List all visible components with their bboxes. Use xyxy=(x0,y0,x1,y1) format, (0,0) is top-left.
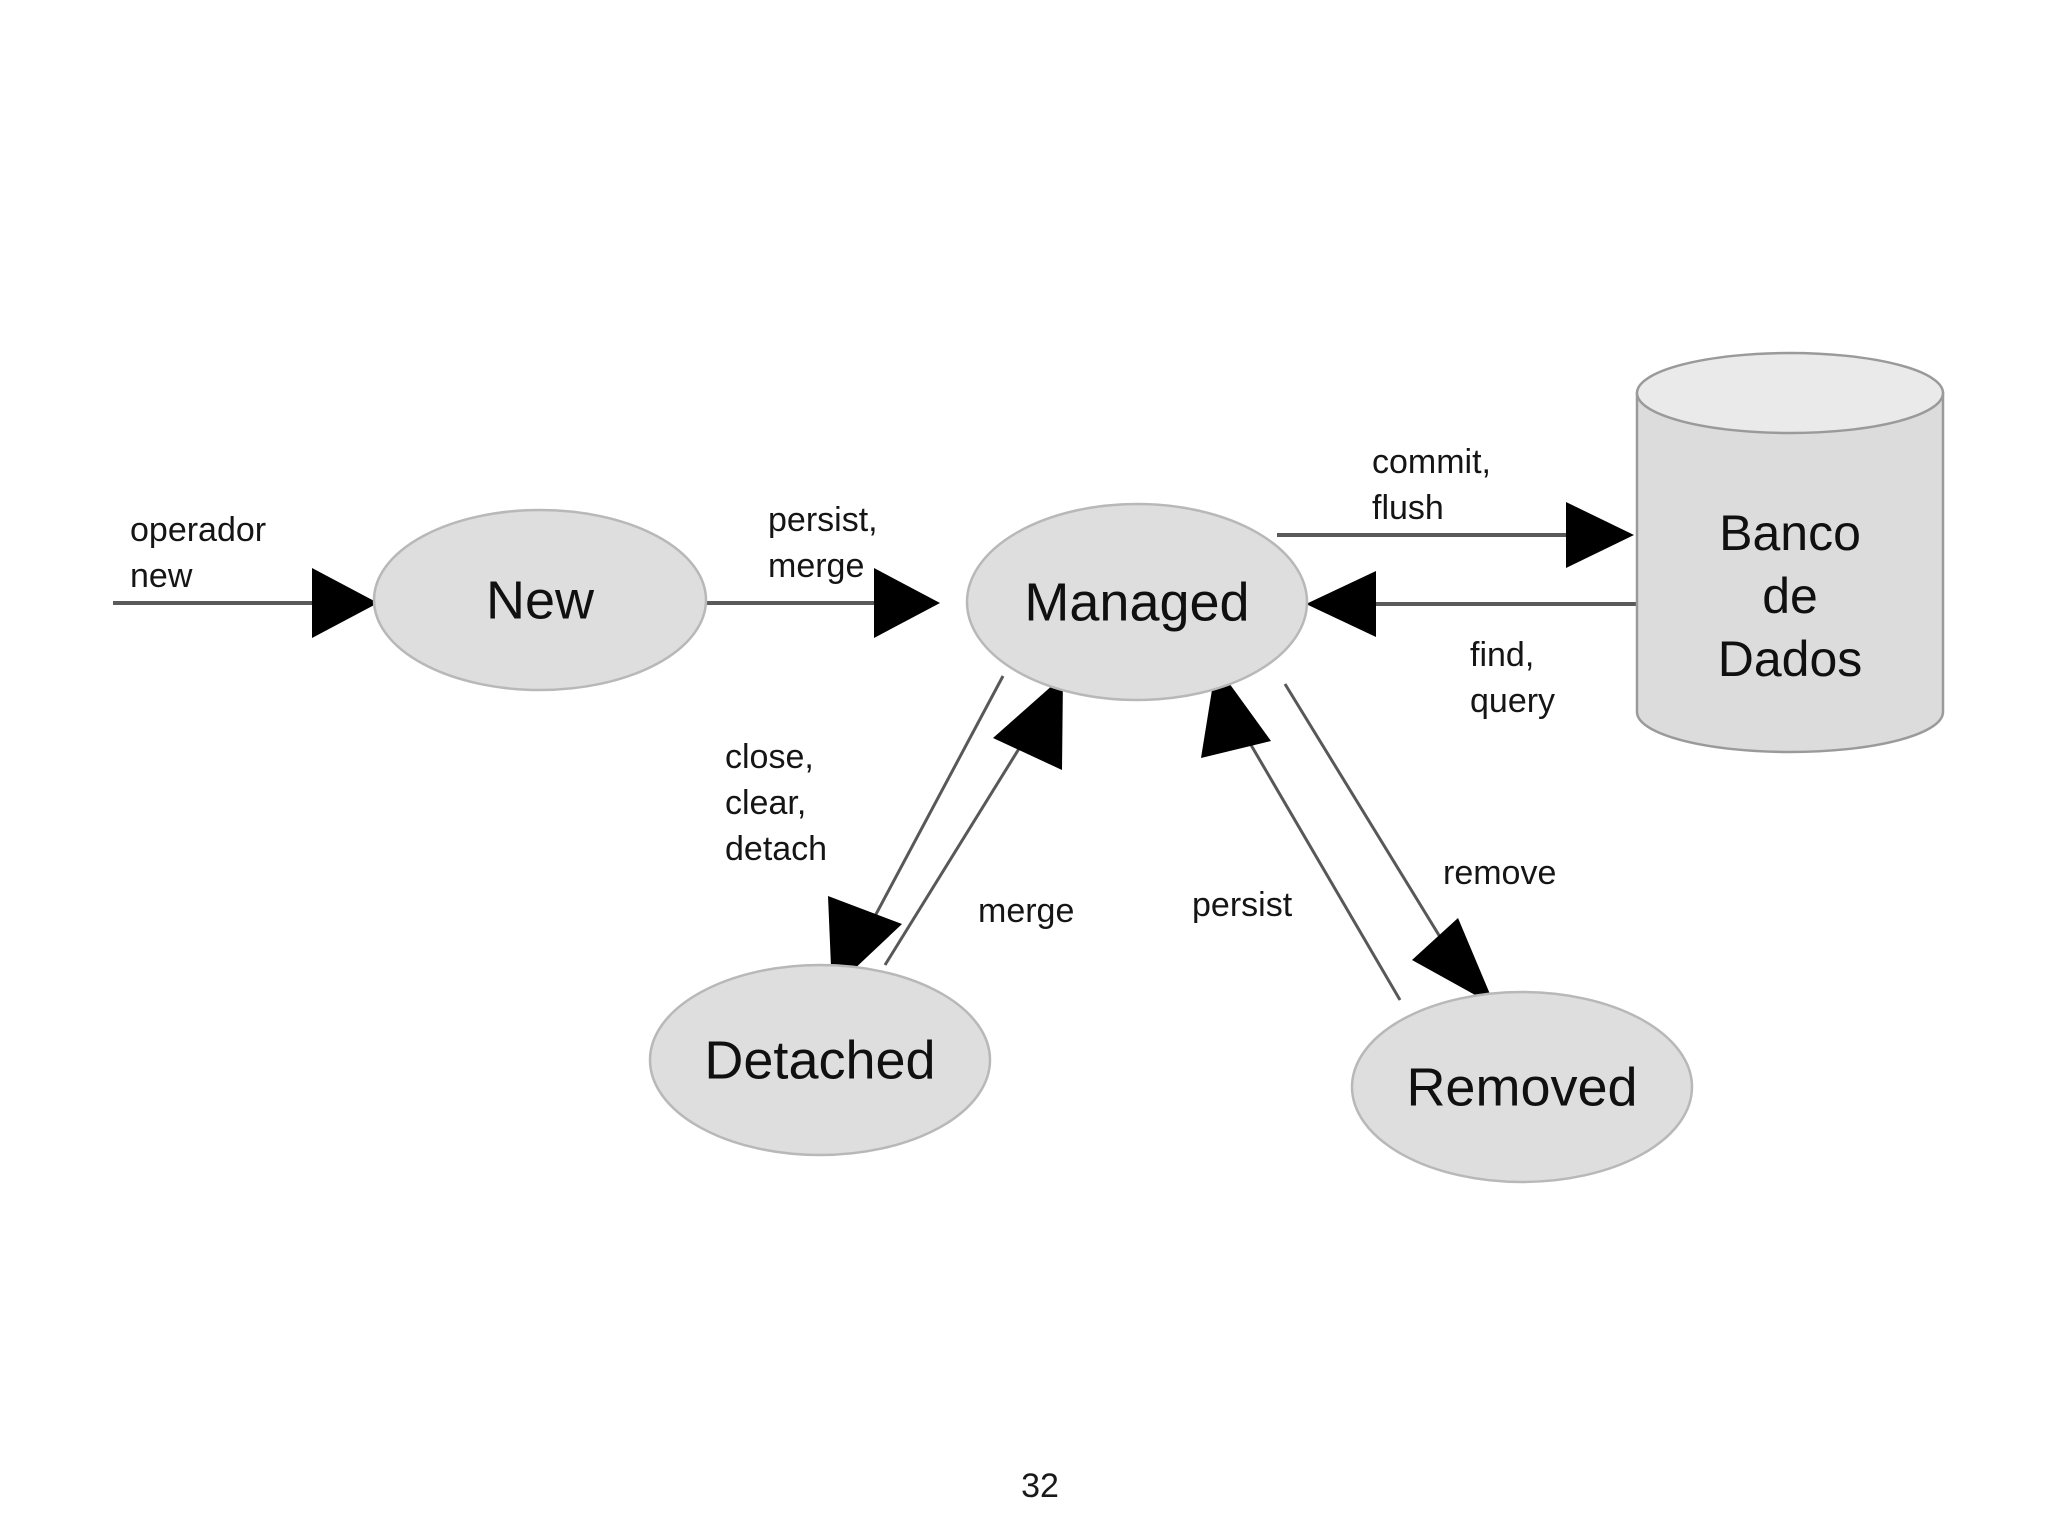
edge-new-managed-arrowhead xyxy=(874,568,940,638)
node-new[interactable]: New xyxy=(372,508,708,692)
edge-label-operador-line1: operador xyxy=(130,511,266,549)
edge-label-close-line3: detach xyxy=(725,830,827,868)
edge-label-merge: merge xyxy=(978,892,1074,930)
edge-label-persist: persist xyxy=(1192,886,1293,924)
edge-label-find-query-line2: query xyxy=(1470,682,1555,720)
node-removed-label: Removed xyxy=(1406,1057,1637,1117)
node-detached-shape[interactable] xyxy=(648,963,992,1157)
edge-removed-managed-line xyxy=(1242,732,1402,1001)
node-detached-label: Detached xyxy=(704,1030,935,1090)
edge-label-persist-merge: persist, merge xyxy=(768,501,878,585)
edge-label-persist-text: persist xyxy=(1192,886,1293,924)
edge-label-close-line1: close, xyxy=(725,738,814,776)
edge-managed-removed xyxy=(1283,683,1495,1006)
node-database[interactable]: Banco de Dados xyxy=(1635,351,1945,754)
edge-managed-removed-line xyxy=(1283,683,1458,964)
edge-new-managed xyxy=(706,568,940,638)
node-managed[interactable]: Managed xyxy=(965,502,1309,702)
edge-label-commit-flush-line2: flush xyxy=(1372,489,1444,527)
edge-managed-detached xyxy=(828,675,1005,990)
database-cylinder-top xyxy=(1635,351,1945,435)
edge-label-close-line2: clear, xyxy=(725,784,806,822)
edge-label-remove: remove xyxy=(1443,854,1556,892)
edge-detached-managed-arrowhead xyxy=(993,676,1063,770)
edge-database-managed-arrowhead xyxy=(1306,571,1376,637)
edge-operador-new xyxy=(113,568,378,638)
database-label-line2: de xyxy=(1762,568,1818,624)
edge-managed-detached-line xyxy=(856,675,1005,949)
node-new-shape[interactable] xyxy=(372,508,708,692)
edge-managed-removed-arrowhead xyxy=(1412,918,1495,1006)
edge-removed-managed xyxy=(1201,665,1402,1001)
edge-detached-managed-line xyxy=(883,717,1040,966)
edge-label-operador-new: operador new xyxy=(130,511,266,595)
node-detached[interactable]: Detached xyxy=(648,963,992,1157)
edge-label-find-query: find, query xyxy=(1470,636,1555,720)
edge-label-commit-flush-line1: commit, xyxy=(1372,443,1491,481)
edge-label-merge-text: merge xyxy=(978,892,1074,930)
edge-managed-database-arrowhead xyxy=(1566,502,1634,568)
edge-label-commit-flush: commit, flush xyxy=(1372,443,1491,527)
edge-label-operador-line2: new xyxy=(130,557,193,595)
edge-managed-database xyxy=(1277,502,1634,568)
node-managed-shape[interactable] xyxy=(965,502,1309,702)
edge-operador-new-arrowhead xyxy=(312,568,378,638)
node-removed-shape[interactable] xyxy=(1350,990,1694,1184)
edge-database-managed xyxy=(1306,571,1640,637)
edge-label-close-clear-detach: close, clear, detach xyxy=(725,738,827,868)
edge-label-persist-merge-line1: persist, xyxy=(768,501,878,539)
edge-label-remove-text: remove xyxy=(1443,854,1556,892)
edge-label-find-query-line1: find, xyxy=(1470,636,1534,674)
node-new-label: New xyxy=(486,570,595,630)
edge-label-persist-merge-line2: merge xyxy=(768,547,864,585)
edge-detached-managed xyxy=(883,676,1063,966)
page-number: 32 xyxy=(1021,1467,1059,1505)
node-removed[interactable]: Removed xyxy=(1350,990,1694,1184)
database-label-line1: Banco xyxy=(1719,505,1861,561)
database-label-line3: Dados xyxy=(1718,631,1863,687)
database-cylinder-body[interactable] xyxy=(1635,391,1945,754)
node-managed-label: Managed xyxy=(1024,572,1249,632)
